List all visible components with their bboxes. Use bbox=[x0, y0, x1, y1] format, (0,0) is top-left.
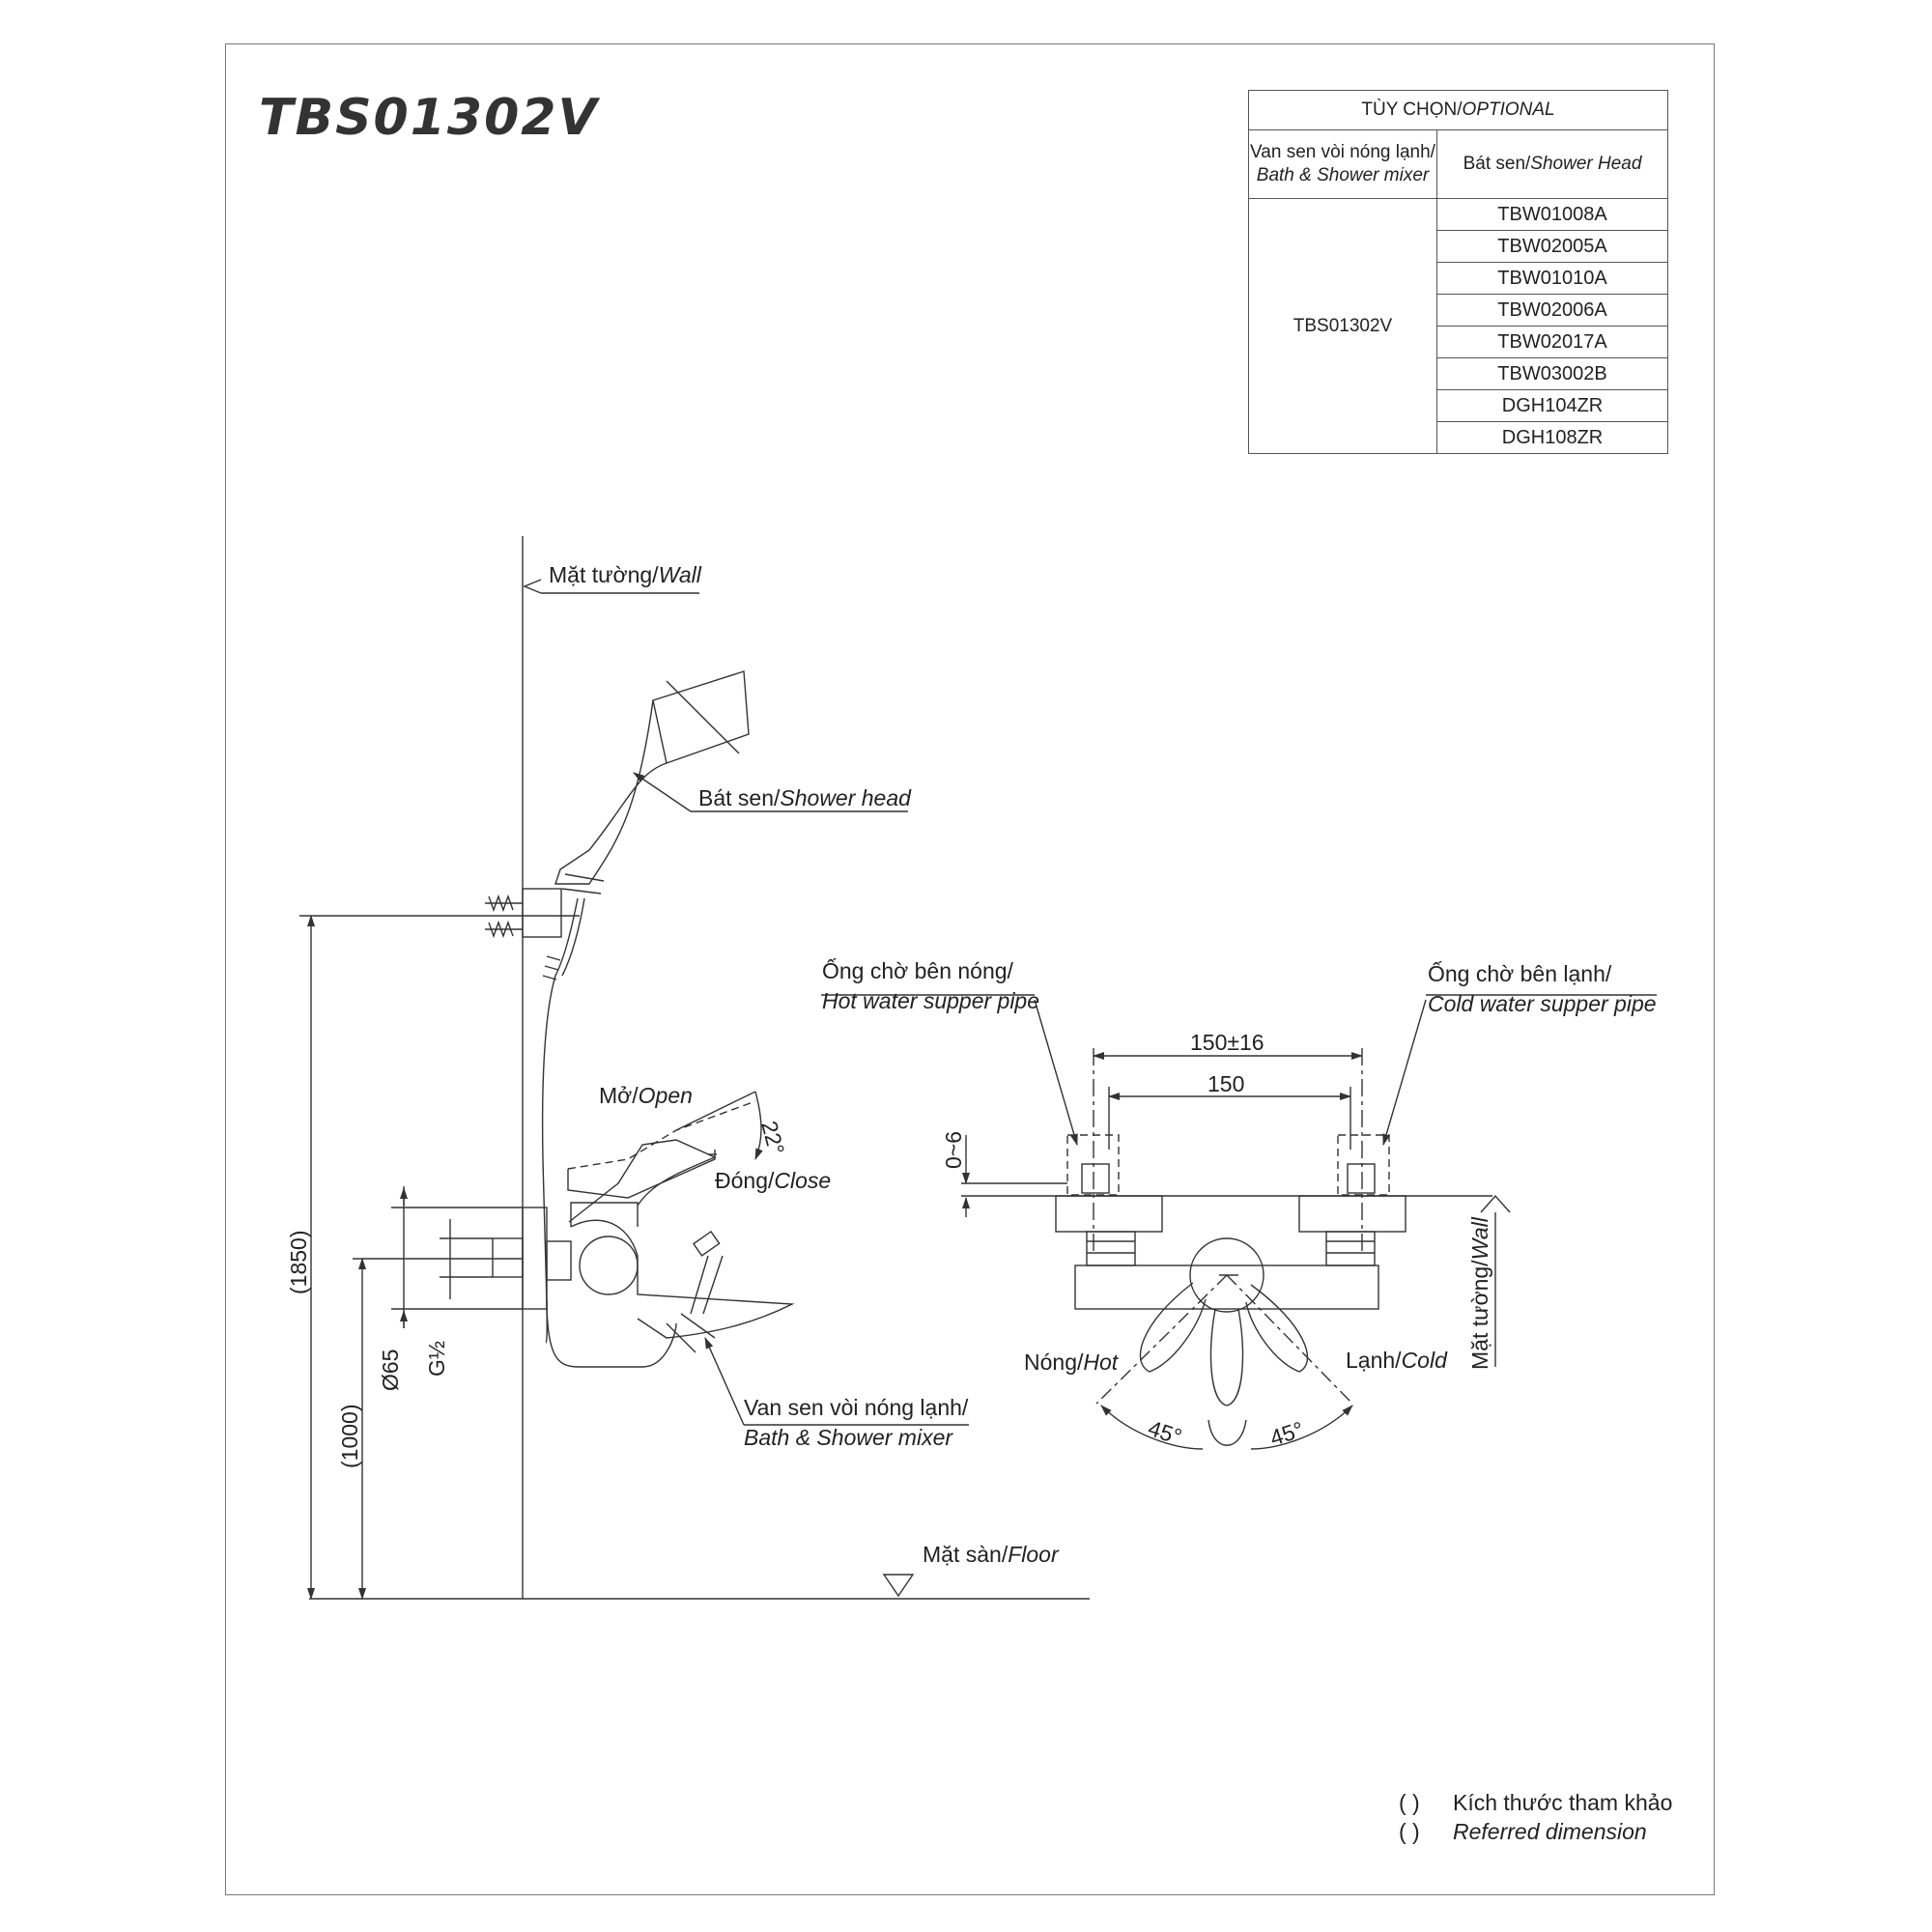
options-head-item: TBW01008A bbox=[1436, 198, 1668, 231]
legend-line-2: ( )Referred dimension bbox=[1399, 1819, 1647, 1844]
label-angle-open: 22° bbox=[756, 1119, 789, 1157]
shower-holder bbox=[522, 888, 562, 938]
label-cold: Lạnh/Cold bbox=[1346, 1348, 1448, 1373]
mixer-side-view bbox=[492, 1100, 795, 1368]
dim-label-65: Ø65 bbox=[378, 1350, 403, 1391]
options-head-item: TBW02005A bbox=[1436, 230, 1668, 263]
wall-marker bbox=[523, 579, 542, 594]
mixer-front-view bbox=[1055, 1195, 1406, 1446]
options-head-item: TBW02006A bbox=[1436, 294, 1668, 327]
label-close: Đóng/Close bbox=[715, 1168, 831, 1193]
label-mixer-en: Bath & Shower mixer bbox=[744, 1425, 953, 1450]
dimension-legend: ( )Kích thước tham khảo ( )Referred dime… bbox=[1399, 1788, 1672, 1846]
label-hot-pipe-en: Hot water supper pipe bbox=[822, 988, 1039, 1013]
dim-label-150-range: 150±16 bbox=[1190, 1030, 1264, 1055]
label-floor: Mặt sàn/Floor bbox=[923, 1542, 1060, 1567]
options-head-item: TBW01010A bbox=[1436, 262, 1668, 295]
options-mixer-model: TBS01302V bbox=[1248, 198, 1437, 454]
label-open: Mở/Open bbox=[599, 1083, 693, 1108]
dim-label-g12: G½ bbox=[424, 1341, 449, 1377]
options-table: TÙY CHỌN/OPTIONAL Van sen vòi nóng lạnh/… bbox=[1248, 90, 1668, 454]
shower-hose bbox=[541, 897, 579, 1344]
cold-pipe-outline bbox=[1337, 1134, 1390, 1196]
shower-head bbox=[554, 670, 750, 895]
options-head-item: TBW02017A bbox=[1436, 326, 1668, 358]
label-hot-pipe-vi: Ống chờ bên nóng/ bbox=[822, 957, 1014, 983]
label-wall-top: Mặt tường/Wall bbox=[549, 562, 702, 587]
dim-label-1850: (1850) bbox=[286, 1231, 311, 1294]
label-mixer-vi: Van sen vòi nóng lạnh/ bbox=[744, 1395, 969, 1420]
label-shower-head: Bát sen/Shower head bbox=[698, 785, 912, 810]
dim-label-angle-left: 45° bbox=[1145, 1415, 1184, 1449]
floor-marker bbox=[882, 1574, 915, 1598]
model-title: TBS01302V bbox=[259, 89, 599, 147]
dim-label-150: 150 bbox=[1208, 1071, 1244, 1096]
dim-label-angle-right: 45° bbox=[1267, 1416, 1307, 1450]
label-hot: Nóng/Hot bbox=[1024, 1350, 1120, 1375]
options-col-showerhead: Bát sen/Shower Head bbox=[1436, 129, 1668, 199]
options-head-item: DGH108ZR bbox=[1436, 421, 1668, 454]
label-cold-pipe-vi: Ống chờ bên lạnh/ bbox=[1428, 960, 1612, 986]
label-wall-right: Mặt tường/Wall bbox=[1467, 1216, 1492, 1370]
wall-right-marker bbox=[1480, 1194, 1511, 1213]
dim-label-0-6: 0~6 bbox=[941, 1131, 966, 1169]
dim-label-1000: (1000) bbox=[337, 1405, 362, 1468]
label-cold-pipe-en: Cold water supper pipe bbox=[1428, 991, 1657, 1016]
legend-line-1: ( )Kích thước tham khảo bbox=[1399, 1790, 1673, 1815]
drawing-frame bbox=[225, 43, 1715, 1895]
